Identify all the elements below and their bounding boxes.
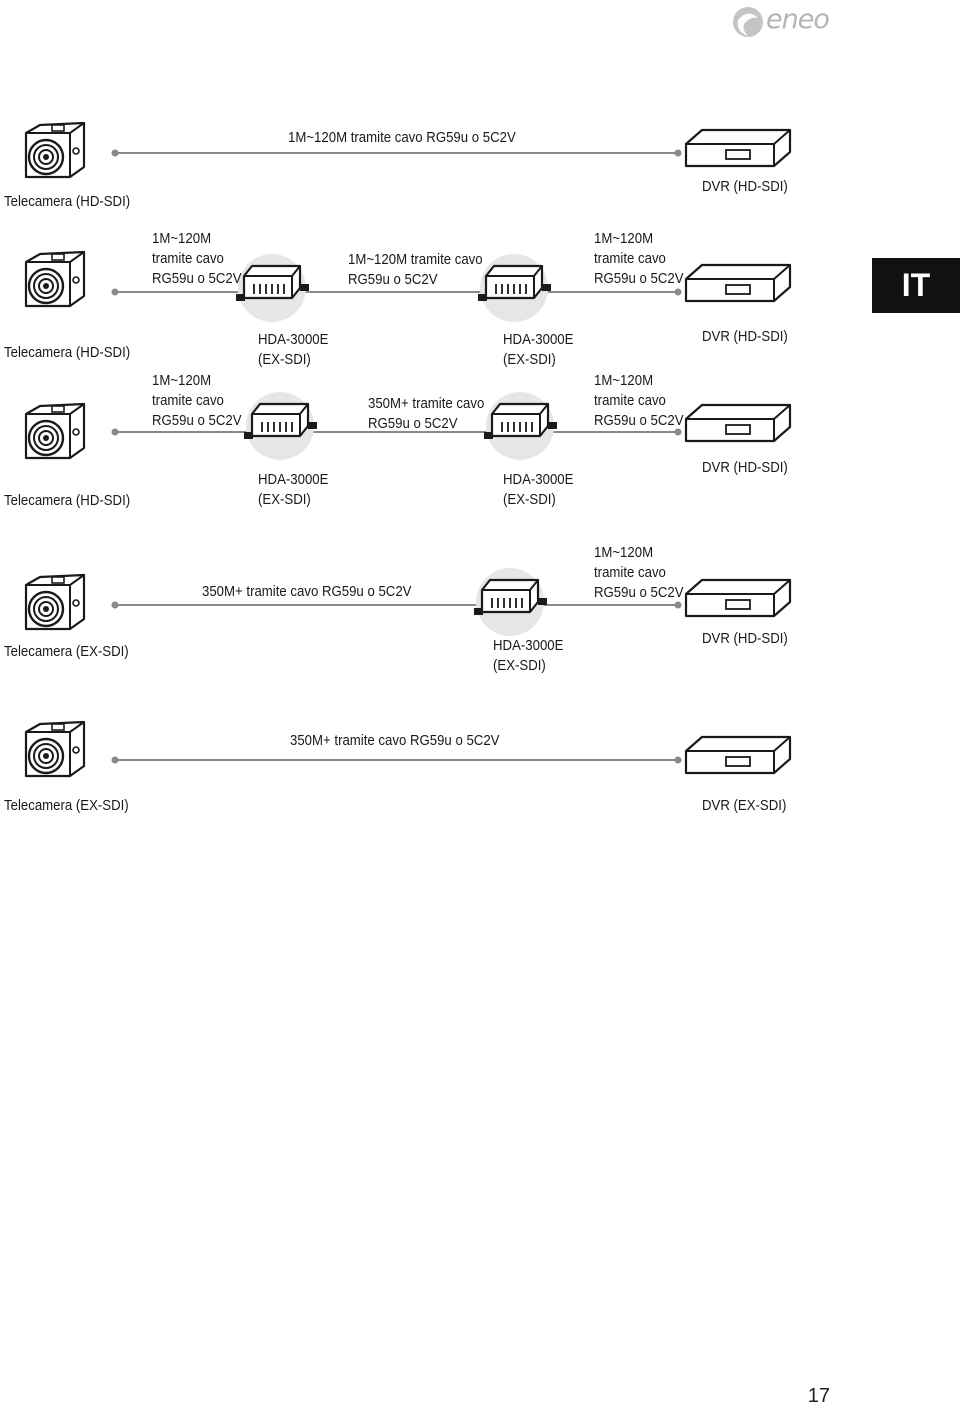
logo-text: eneo [766, 4, 830, 35]
s4-cable-end-left [111, 601, 119, 609]
s4-hda-icon [472, 566, 549, 638]
s2-cable3-label: 1M~120M tramite cavo RG59u o 5C2V [594, 230, 684, 287]
s3-hda1-icon [242, 390, 319, 462]
s1-cable-end-right [674, 149, 682, 157]
s2-dvr-icon [684, 263, 792, 303]
s2-hda1-label: HDA-3000E (EX-SDI) [258, 331, 329, 368]
page-number: 17 [807, 1385, 830, 1407]
s5-camera-label: Telecamera (EX-SDI) [4, 797, 129, 814]
s3-hda1-label: HDA-3000E (EX-SDI) [258, 471, 329, 508]
s3-cable-end-right [674, 428, 682, 436]
s1-cable-label: 1M~120M tramite cavo RG59u o 5C2V [288, 129, 516, 146]
s5-cable-label: 350M+ tramite cavo RG59u o 5C2V [290, 732, 500, 749]
s5-dvr-label: DVR (EX-SDI) [702, 797, 787, 814]
s5-cable-end-left [111, 756, 119, 764]
s2-hda2-label: HDA-3000E (EX-SDI) [503, 331, 574, 368]
s1-dvr-icon [684, 128, 792, 168]
s1-dvr-label: DVR (HD-SDI) [702, 178, 788, 195]
s2-cable-end-right [674, 288, 682, 296]
s3-dvr-label: DVR (HD-SDI) [702, 459, 788, 476]
s3-dvr-icon [684, 403, 792, 443]
s4-dvr-label: DVR (HD-SDI) [702, 630, 788, 647]
s3-hda2-icon [482, 390, 559, 462]
s5-camera-icon [24, 720, 86, 778]
s3-hda2-label: HDA-3000E (EX-SDI) [503, 471, 574, 508]
s2-camera-label: Telecamera (HD-SDI) [4, 344, 131, 361]
s3-cable-end-left [111, 428, 119, 436]
s4-hda-label: HDA-3000E (EX-SDI) [493, 637, 564, 674]
s3-cable3-label: 1M~120M tramite cavo RG59u o 5C2V [594, 372, 684, 429]
s1-cable-end-left [111, 149, 119, 157]
s4-cable1-label: 350M+ tramite cavo RG59u o 5C2V [202, 583, 412, 600]
s2-hda2-icon [476, 252, 553, 324]
s1-camera-icon [24, 121, 86, 179]
s3-cable1-label: 1M~120M tramite cavo RG59u o 5C2V [152, 372, 242, 429]
s2-hda1-icon [234, 252, 311, 324]
logo-mark-icon [733, 7, 763, 37]
s4-camera-icon [24, 573, 86, 631]
s4-cable-end-right [674, 601, 682, 609]
s2-dvr-label: DVR (HD-SDI) [702, 328, 788, 345]
s4-dvr-icon [684, 578, 792, 618]
s2-cable1-label: 1M~120M tramite cavo RG59u o 5C2V [152, 230, 242, 287]
s4-camera-label: Telecamera (EX-SDI) [4, 643, 129, 660]
s2-cable-end-left [111, 288, 119, 296]
s2-cable2-label: 1M~120M tramite cavo RG59u o 5C2V [348, 251, 483, 288]
eneo-logo: eneo [728, 2, 838, 44]
s3-cable2-label: 350M+ tramite cavo RG59u o 5C2V [368, 395, 485, 432]
s1-camera-label: Telecamera (HD-SDI) [4, 193, 131, 210]
s5-cable-end-right [674, 756, 682, 764]
s2-camera-icon [24, 250, 86, 308]
s3-camera-label: Telecamera (HD-SDI) [4, 492, 131, 509]
language-tab: IT [872, 258, 960, 313]
s3-camera-icon [24, 402, 86, 460]
s4-cable2-label: 1M~120M tramite cavo RG59u o 5C2V [594, 544, 684, 601]
s5-dvr-icon [684, 735, 792, 775]
